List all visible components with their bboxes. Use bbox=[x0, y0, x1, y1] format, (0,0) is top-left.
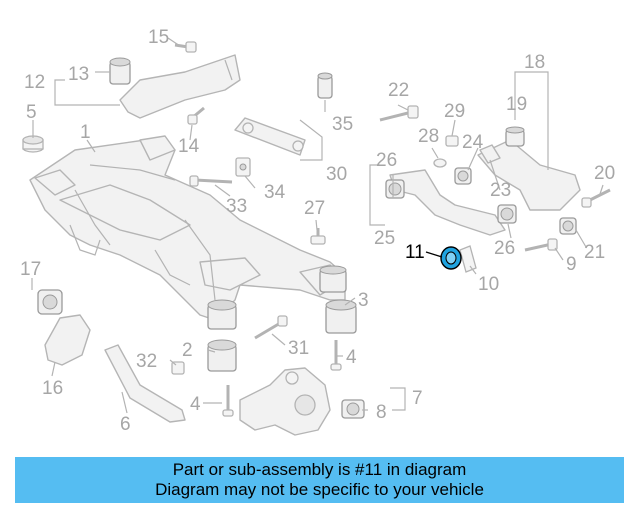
label-8: 8 bbox=[376, 402, 387, 423]
highlighted-part-11[interactable] bbox=[440, 246, 462, 270]
bolt-part-15[interactable] bbox=[174, 41, 197, 53]
label-1: 1 bbox=[80, 122, 91, 143]
bushing-part-26a[interactable] bbox=[385, 179, 405, 199]
label-27: 27 bbox=[304, 198, 325, 219]
knuckle-part-7[interactable] bbox=[239, 367, 331, 436]
bushing-part-26b[interactable] bbox=[497, 204, 517, 224]
bracket-part-10[interactable] bbox=[459, 245, 477, 273]
bushing-part-24[interactable] bbox=[454, 167, 472, 185]
nut-part-29[interactable] bbox=[445, 135, 459, 147]
info-banner: Part or sub-assembly is #11 in diagram D… bbox=[15, 457, 624, 503]
label-28: 28 bbox=[418, 126, 439, 147]
label-10: 10 bbox=[478, 274, 499, 295]
label-6: 6 bbox=[120, 414, 131, 435]
label-30: 30 bbox=[326, 164, 347, 185]
leader-lines bbox=[31, 37, 604, 414]
label-25: 25 bbox=[374, 228, 395, 249]
bolt-part-14[interactable] bbox=[187, 106, 205, 125]
bracket-part-6[interactable] bbox=[104, 344, 186, 423]
washer-part-28[interactable] bbox=[433, 158, 447, 168]
label-32: 32 bbox=[136, 351, 157, 372]
label-26a: 26 bbox=[376, 150, 397, 171]
label-20: 20 bbox=[594, 163, 615, 184]
trailing-arm-part-18[interactable] bbox=[477, 139, 581, 211]
label-9: 9 bbox=[566, 254, 577, 275]
label-7: 7 bbox=[412, 388, 423, 409]
label-5: 5 bbox=[26, 102, 37, 123]
bolt-part-9[interactable] bbox=[524, 238, 558, 252]
label-3: 3 bbox=[358, 290, 369, 311]
label-34: 34 bbox=[264, 182, 286, 203]
bolt-part-27[interactable] bbox=[310, 228, 326, 245]
bracket-part-34[interactable] bbox=[235, 157, 251, 177]
label-15: 15 bbox=[148, 27, 169, 48]
bushing-part-35[interactable] bbox=[317, 72, 333, 99]
bushing-part-13[interactable] bbox=[109, 57, 131, 85]
bolt-part-33[interactable] bbox=[189, 175, 233, 187]
label-26b: 26 bbox=[494, 238, 515, 259]
subframe-part-1[interactable] bbox=[29, 135, 346, 321]
label-17: 17 bbox=[20, 259, 41, 280]
bolt-part-20[interactable] bbox=[581, 188, 611, 208]
bushing-part-17[interactable] bbox=[37, 289, 63, 315]
banner-line-part: Part or sub-assembly is #11 in diagram bbox=[172, 460, 467, 479]
stopper-part-5[interactable] bbox=[22, 135, 44, 153]
bolt-part-4b[interactable] bbox=[222, 385, 234, 417]
label-12: 12 bbox=[24, 72, 45, 93]
label-16: 16 bbox=[42, 378, 63, 399]
upper-arm-part-12[interactable] bbox=[119, 54, 241, 119]
bolt-part-31[interactable] bbox=[254, 315, 288, 340]
bushing-part-19[interactable] bbox=[505, 126, 525, 147]
subframe-bushing-part-3[interactable] bbox=[319, 265, 357, 334]
label-29: 29 bbox=[444, 101, 465, 122]
bolt-part-4a[interactable] bbox=[330, 340, 342, 371]
label-4a: 4 bbox=[346, 347, 357, 368]
link-part-30[interactable] bbox=[234, 117, 306, 156]
label-35: 35 bbox=[332, 114, 353, 135]
label-2: 2 bbox=[182, 340, 193, 361]
bushing-part-21[interactable] bbox=[559, 217, 577, 235]
label-21: 21 bbox=[584, 242, 605, 263]
lower-arm-part-25[interactable] bbox=[389, 169, 506, 236]
mount-part-16[interactable] bbox=[44, 314, 91, 366]
label-22: 22 bbox=[388, 80, 409, 101]
bushing-part-8[interactable] bbox=[341, 399, 365, 419]
label-23: 23 bbox=[490, 180, 511, 201]
label-18: 18 bbox=[524, 52, 545, 73]
subframe-bushing-part-2[interactable] bbox=[207, 299, 237, 372]
label-11: 11 bbox=[405, 242, 425, 263]
banner-line-disclaimer: Diagram may not be specific to your vehi… bbox=[155, 480, 484, 499]
callout-labels: 12 13 15 5 1 14 35 30 34 33 27 22 29 28 … bbox=[20, 27, 615, 435]
label-33: 33 bbox=[226, 196, 247, 217]
label-19: 19 bbox=[506, 94, 527, 115]
link-part-23[interactable] bbox=[479, 144, 501, 164]
parts-diagram: 12 13 15 5 1 14 35 30 34 33 27 22 29 28 … bbox=[20, 27, 615, 436]
nut-part-32[interactable] bbox=[171, 361, 185, 375]
label-4b: 4 bbox=[190, 394, 201, 415]
label-31: 31 bbox=[288, 338, 309, 359]
label-13: 13 bbox=[68, 64, 89, 85]
label-14: 14 bbox=[178, 136, 200, 157]
bolt-part-22[interactable] bbox=[379, 105, 419, 122]
label-24: 24 bbox=[462, 132, 484, 153]
